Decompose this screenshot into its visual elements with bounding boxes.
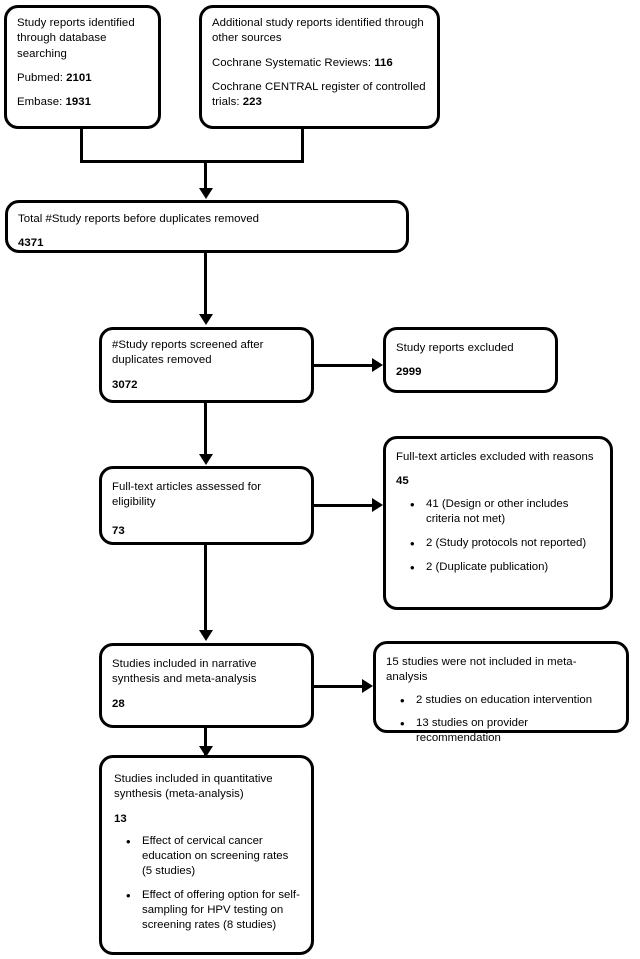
arrow-to-excluded-fulltext — [372, 498, 383, 512]
connector-total-to-screened — [204, 253, 207, 315]
node-excluded-screened: Study reports excluded 2999 — [383, 327, 558, 393]
arrow-to-narrative-box — [199, 630, 213, 641]
arrow-to-eligibility-box — [199, 454, 213, 465]
connector-merge-bar — [80, 160, 304, 163]
excluded-fulltext-value: 45 — [396, 475, 409, 488]
cochrane-central-count: 223 — [242, 96, 262, 109]
node-screened: #Study reports screened after duplicates… — [99, 327, 314, 403]
quantitative-synthesis-value: 13 — [114, 812, 127, 825]
node-identification-database: Study reports identified through databas… — [4, 5, 161, 129]
connector-db-stub — [80, 129, 83, 163]
arrow-to-screened-box — [199, 314, 213, 325]
node-quantitative-synthesis: Studies included in quantitative synthes… — [99, 755, 314, 955]
connector-screened-to-excluded — [314, 364, 374, 367]
pubmed-count: 2101 — [66, 71, 92, 84]
excluded-fulltext-reason-list: 41 (Design or other includes criteria no… — [396, 496, 600, 576]
list-item: 2 (Duplicate publication) — [410, 559, 600, 576]
cochrane-reviews-count: 116 — [374, 56, 393, 69]
arrow-to-quantitative-box — [199, 746, 213, 757]
total-before-duplicates-label: Total #Study reports before duplicates r… — [18, 213, 260, 225]
node-identification-other-sources: Additional study reports identified thro… — [199, 5, 440, 129]
node-excluded-fulltext: Full-text articles excluded with reasons… — [383, 436, 613, 610]
node-narrative-synthesis: Studies included in narrative synthesis … — [99, 643, 314, 728]
total-before-duplicates-value: 4371 — [18, 237, 44, 250]
embase-count: 1931 — [65, 96, 92, 109]
screened-label: #Study reports screened after duplicates… — [112, 339, 264, 367]
list-item: 2 (Study protocols not reported) — [410, 535, 600, 552]
list-item: 2 studies on education intervention — [400, 692, 616, 709]
list-item: 41 (Design or other includes criteria no… — [410, 496, 600, 527]
connector-screened-to-eligibility — [204, 403, 207, 455]
excluded-fulltext-label: Full-text articles excluded with reasons — [396, 451, 594, 463]
identification-other-line1: Additional study reports identified thro… — [212, 17, 424, 45]
excluded-screened-value: 2999 — [396, 366, 422, 379]
identification-db-line1: Study reports identified through databas… — [17, 17, 135, 60]
connector-eligibility-to-narrative — [204, 545, 207, 630]
quantitative-synthesis-label: Studies included in quantitative synthes… — [114, 773, 273, 801]
identification-other-cochrane-central: Cochrane CENTRAL register of controlled … — [212, 80, 426, 109]
node-total-before-duplicates: Total #Study reports before duplicates r… — [5, 200, 409, 253]
identification-other-cochrane-reviews: Cochrane Systematic Reviews: 116 — [212, 56, 393, 69]
narrative-synthesis-label: Studies included in narrative synthesis … — [112, 658, 257, 686]
eligibility-value: 73 — [112, 524, 125, 537]
list-item: 13 studies on provider recommendation — [400, 715, 616, 746]
node-eligibility: Full-text articles assessed for eligibil… — [99, 466, 314, 545]
connector-narrative-to-quantitative — [204, 728, 207, 755]
list-item: Effect of offering option for self-sampl… — [126, 887, 301, 933]
screened-value: 3072 — [112, 378, 138, 391]
eligibility-label: Full-text articles assessed for eligibil… — [112, 481, 262, 509]
arrow-to-not-included-meta — [362, 679, 373, 693]
connector-merge-down — [204, 160, 207, 190]
identification-db-embase: Embase: 1931 — [17, 96, 92, 109]
not-in-meta-list: 2 studies on education intervention 13 s… — [386, 692, 616, 746]
arrow-to-total-box — [199, 188, 213, 199]
narrative-synthesis-value: 28 — [112, 697, 125, 710]
arrow-to-excluded-screened — [372, 358, 383, 372]
connector-other-stub — [301, 129, 304, 163]
excluded-screened-label: Study reports excluded — [396, 342, 514, 354]
connector-eligibility-to-excluded — [314, 504, 374, 507]
identification-db-pubmed: Pubmed: 2101 — [17, 71, 92, 84]
list-item: Effect of cervical cancer education on s… — [126, 833, 301, 879]
quantitative-synthesis-list: Effect of cervical cancer education on s… — [114, 833, 301, 933]
node-not-included-meta: 15 studies were not included in meta-ana… — [373, 641, 629, 744]
not-in-meta-label: 15 studies were not included in meta-ana… — [386, 656, 577, 684]
connector-narrative-to-notmeta — [314, 685, 364, 688]
